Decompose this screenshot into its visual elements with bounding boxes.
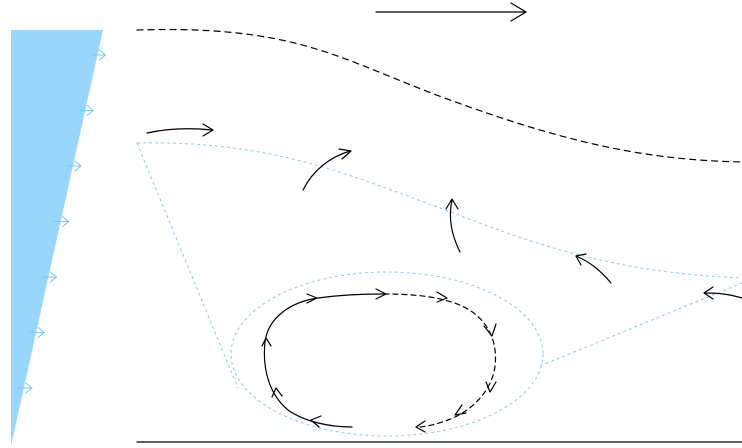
entrainment-arrow-2 <box>445 198 461 253</box>
profile-arrow <box>78 104 94 117</box>
velocity-profile-wedge <box>11 30 103 446</box>
profile-arrow <box>90 49 107 61</box>
vortex-solid <box>261 288 387 428</box>
recirculation-bubble <box>230 271 544 437</box>
velocity-profile-arrows <box>17 49 107 394</box>
shear-arrow-1 <box>146 123 214 137</box>
shear-layer-boundary <box>136 142 742 279</box>
profile-arrow <box>66 160 82 172</box>
free-stream-arrow <box>375 2 527 22</box>
vortex-dashed <box>383 291 497 433</box>
profile-arrow <box>54 215 70 228</box>
profile-arrow <box>29 326 45 339</box>
profile-arrow <box>17 382 33 394</box>
entrainment-arrow-3 <box>575 253 612 284</box>
profile-arrow <box>41 271 57 283</box>
recirculation-left-boundary <box>136 142 239 389</box>
outer-streamline <box>136 28 742 163</box>
recirculation-right-boundary <box>539 282 742 367</box>
entrainment-arrow-1 <box>302 148 352 191</box>
reattachment-arrow <box>703 286 742 300</box>
